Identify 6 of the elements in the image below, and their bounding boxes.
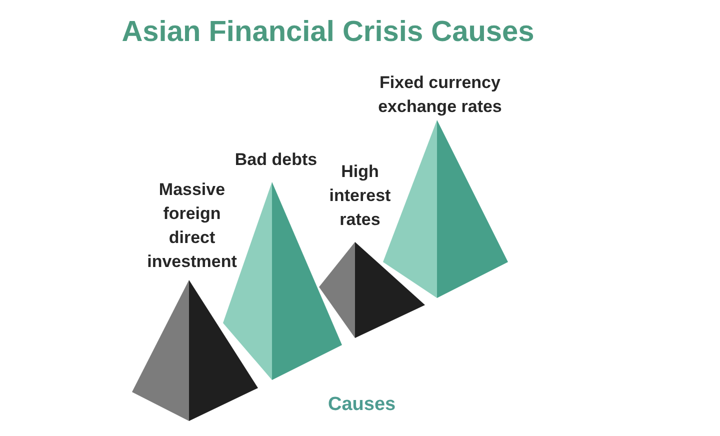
pyramid-label: Fixed currency exchange rates <box>377 72 503 118</box>
diagram-caption: Causes <box>328 393 396 417</box>
pyramid-label: Massive foreign direct investment <box>146 179 238 273</box>
pyramid-label: Bad debts <box>234 149 318 171</box>
pyramid-label: High interest rates <box>328 161 392 231</box>
diagram-title: Asian Financial Crisis Causes <box>122 15 534 50</box>
